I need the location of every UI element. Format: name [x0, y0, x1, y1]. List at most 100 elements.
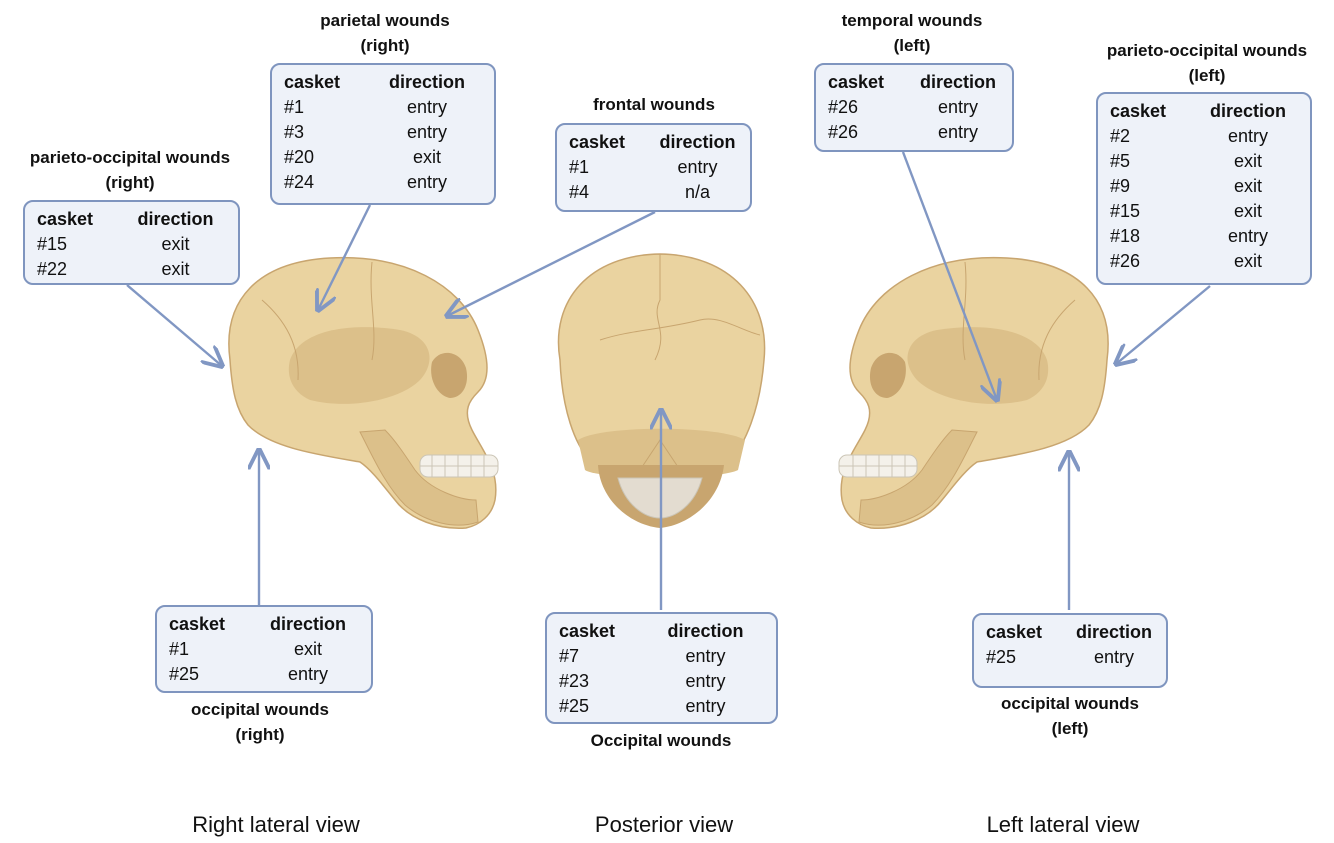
- direction-cell: exit: [1196, 151, 1300, 172]
- caption-line: Occipital wounds: [546, 728, 776, 753]
- caption-occipital-posterior: Occipital wounds: [546, 728, 776, 753]
- caption-occipital-right: occipital wounds (right): [160, 697, 360, 747]
- direction-cell: exit: [1196, 251, 1300, 272]
- direction-header: direction: [123, 209, 228, 230]
- caption-parietal-right: parietal wounds (right): [285, 8, 485, 58]
- direction-cell: exit: [370, 147, 484, 168]
- casket-header: casket: [559, 621, 645, 642]
- left-lateral-skull: [839, 258, 1108, 529]
- direction-cell: entry: [370, 97, 484, 118]
- casket-header: casket: [828, 72, 914, 93]
- table-row: #26exit: [1110, 249, 1300, 274]
- view-label-right: Right lateral view: [136, 812, 416, 838]
- table-row: #25entry: [986, 645, 1156, 670]
- caption-line: frontal wounds: [554, 92, 754, 117]
- casket-cell: #18: [1110, 226, 1196, 247]
- caption-parieto-occipital-left: parieto-occipital wounds (left): [1082, 38, 1332, 88]
- direction-cell: entry: [914, 122, 1002, 143]
- casket-cell: #25: [559, 696, 645, 717]
- direction-cell: exit: [1196, 176, 1300, 197]
- casket-header: casket: [169, 614, 255, 635]
- arrow-parieto-occipital-left: [1116, 286, 1210, 364]
- direction-cell: entry: [1196, 226, 1300, 247]
- direction-header: direction: [1196, 101, 1300, 122]
- casket-cell: #23: [559, 671, 645, 692]
- casket-cell: #7: [559, 646, 645, 667]
- casket-cell: #2: [1110, 126, 1196, 147]
- view-label-left: Left lateral view: [923, 812, 1203, 838]
- direction-cell: entry: [645, 696, 766, 717]
- casket-cell: #1: [284, 97, 370, 118]
- caption-parieto-occipital-right: parieto-occipital wounds (right): [5, 145, 255, 195]
- casket-cell: #1: [169, 639, 255, 660]
- table-row: #15exit: [37, 232, 228, 257]
- direction-cell: entry: [645, 671, 766, 692]
- casket-header: casket: [1110, 101, 1196, 122]
- caption-line: (right): [5, 170, 255, 195]
- caption-line: parietal wounds: [285, 8, 485, 33]
- casket-cell: #26: [828, 97, 914, 118]
- casket-cell: #9: [1110, 176, 1196, 197]
- casket-cell: #25: [169, 664, 255, 685]
- direction-cell: entry: [370, 122, 484, 143]
- casket-cell: #15: [1110, 201, 1196, 222]
- direction-cell: exit: [123, 234, 228, 255]
- caption-frontal: frontal wounds: [554, 92, 754, 117]
- casket-cell: #1: [569, 157, 655, 178]
- casket-cell: #15: [37, 234, 123, 255]
- casket-cell: #4: [569, 182, 655, 203]
- direction-cell: entry: [255, 664, 361, 685]
- direction-cell: entry: [914, 97, 1002, 118]
- casket-cell: #26: [1110, 251, 1196, 272]
- casket-cell: #5: [1110, 151, 1196, 172]
- direction-cell: exit: [123, 259, 228, 280]
- direction-header: direction: [655, 132, 740, 153]
- direction-cell: entry: [1196, 126, 1300, 147]
- casket-cell: #25: [986, 647, 1072, 668]
- casket-cell: #3: [284, 122, 370, 143]
- casket-header: casket: [569, 132, 655, 153]
- casket-header: casket: [37, 209, 123, 230]
- arrow-parieto-occipital-right: [127, 285, 222, 366]
- table-header: casketdirection: [828, 70, 1002, 95]
- direction-cell: n/a: [655, 182, 740, 203]
- direction-cell: entry: [370, 172, 484, 193]
- casket-cell: #20: [284, 147, 370, 168]
- caption-line: occipital wounds: [970, 691, 1170, 716]
- caption-temporal-left: temporal wounds (left): [812, 8, 1012, 58]
- caption-line: parieto-occipital wounds: [5, 145, 255, 170]
- casket-cell: #22: [37, 259, 123, 280]
- right-lateral-skull: [229, 258, 498, 529]
- casket-cell: #26: [828, 122, 914, 143]
- direction-cell: exit: [255, 639, 361, 660]
- direction-cell: entry: [1072, 647, 1156, 668]
- caption-line: (left): [1082, 63, 1332, 88]
- caption-line: parieto-occipital wounds: [1082, 38, 1332, 63]
